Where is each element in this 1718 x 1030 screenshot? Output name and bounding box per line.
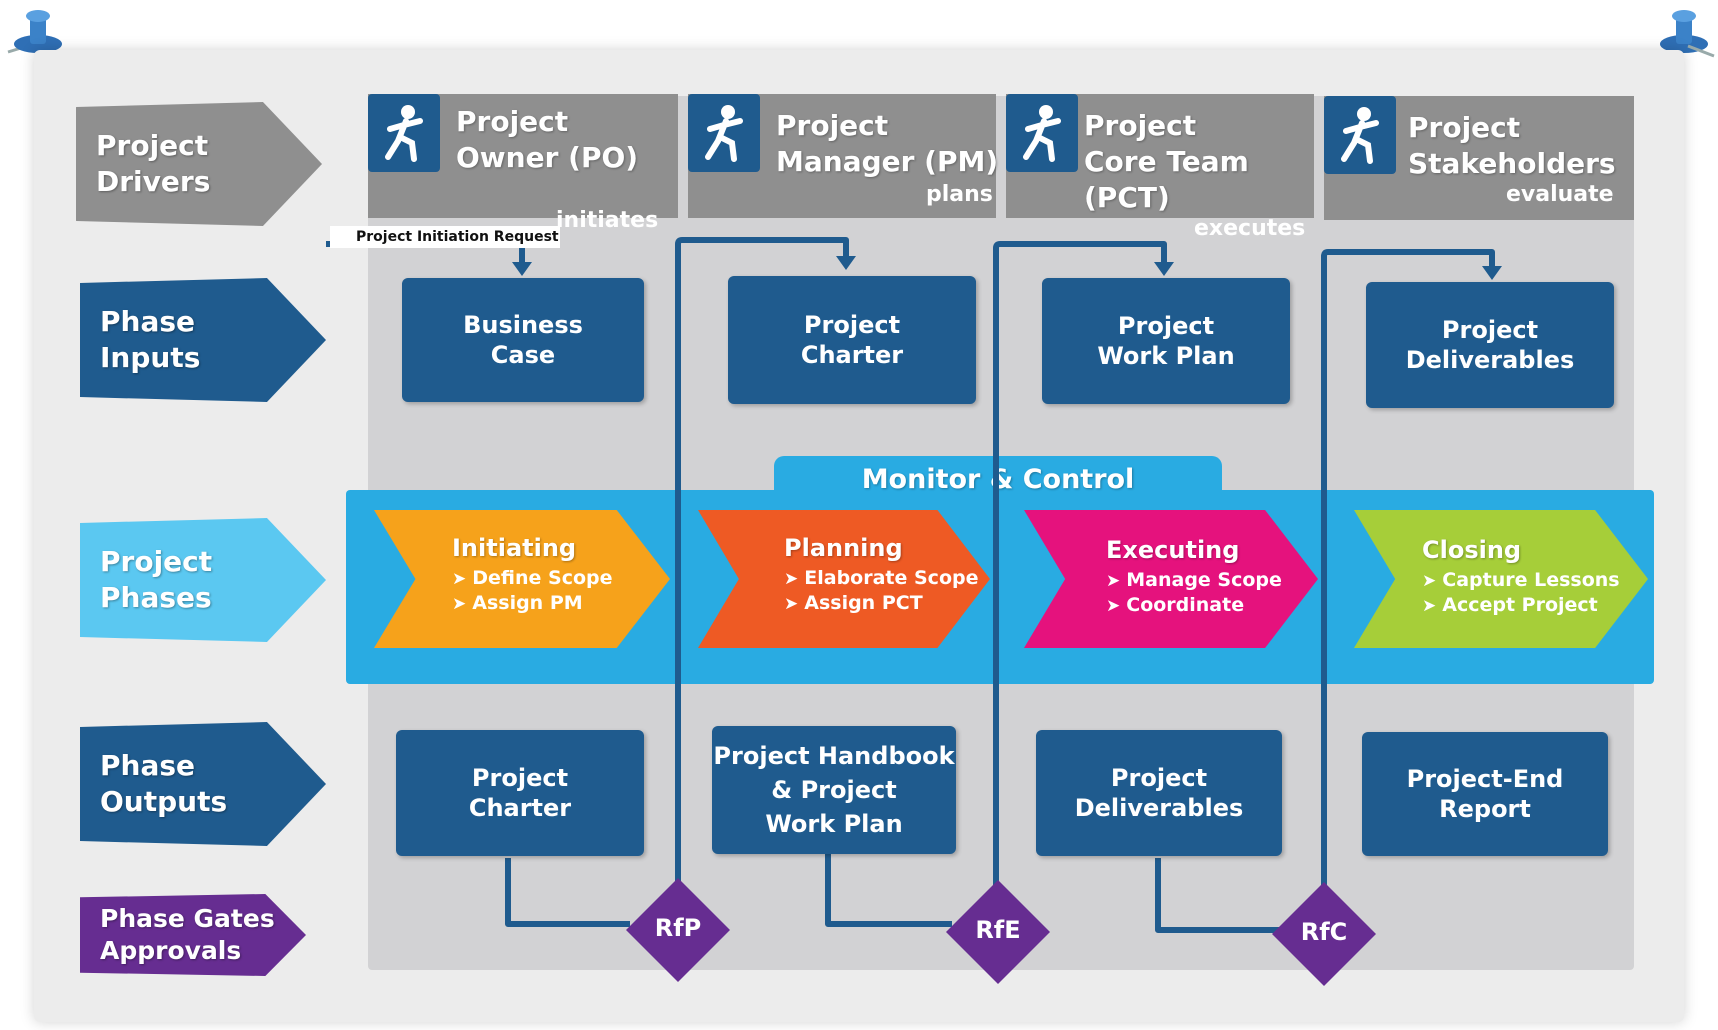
phase-initiating-text: Initiating Define Scope Assign PM (452, 534, 613, 616)
phase-executing-text: Executing Manage Scope Coordinate (1106, 536, 1282, 618)
gate-rfc-label: RfC (1300, 918, 1348, 946)
arrowhead-2 (836, 256, 856, 270)
pct-to-stakeholders-line (1321, 249, 1495, 940)
role-title-pm: Project Manager (PM) (776, 109, 999, 178)
phase-bullet: Assign PM (452, 591, 613, 616)
po-to-pm-line (675, 237, 849, 940)
row-label-drivers: Project Drivers (76, 102, 322, 226)
phase-bullet: Accept Project (1422, 593, 1620, 618)
arrowhead-4 (1482, 266, 1502, 280)
phase-planning-text: Planning Elaborate Scope Assign PCT (784, 534, 978, 616)
arrowhead-3 (1154, 262, 1174, 276)
phase-bullet: Elaborate Scope (784, 566, 978, 591)
gate-link-2 (825, 852, 952, 927)
person-running-icon (1324, 96, 1396, 174)
person-running-icon (1006, 94, 1078, 172)
row-label-inputs: Phase Inputs (80, 278, 326, 402)
arrowhead-1 (512, 262, 532, 276)
output-handbook-work-plan: Project Handbook & Project Work Plan (712, 726, 956, 854)
phase-bullet: Capture Lessons (1422, 568, 1619, 593)
row-label-gates: Phase Gates Approvals (80, 894, 306, 976)
phase-bullet: Manage Scope (1106, 568, 1282, 593)
output-project-end-report: Project-End Report (1362, 732, 1608, 856)
role-verb-po: initiates (556, 208, 659, 233)
initiation-request-label: Project Initiation Request (330, 226, 560, 248)
role-title-po: Project Owner (PO) (456, 105, 639, 174)
role-verb-pm: plans (926, 182, 993, 207)
role-title-stakeholders: Project Stakeholders (1408, 111, 1616, 180)
gate-link-3 (1155, 858, 1282, 933)
role-verb-stakeholders: evaluate (1506, 182, 1614, 207)
phase-bullet: Define Scope (452, 566, 612, 591)
output-project-deliverables: Project Deliverables (1036, 730, 1282, 856)
gate-rfe-label: RfE (975, 916, 1021, 944)
phase-bullet: Coordinate (1106, 593, 1282, 618)
input-business-case: Business Case (402, 278, 644, 402)
input-project-work-plan: Project Work Plan (1042, 278, 1290, 404)
pushpin-icon (1660, 10, 1715, 58)
phase-bullet: Assign PCT (784, 591, 978, 616)
row-label-phases: Project Phases (80, 518, 326, 642)
role-title-pct: Project Core Team (PCT) (1084, 109, 1249, 214)
person-running-icon (368, 94, 440, 172)
gate-link-1 (505, 858, 630, 927)
row-label-outputs: Phase Outputs (80, 722, 326, 846)
input-project-deliverables: Project Deliverables (1366, 282, 1614, 408)
gate-rfp-label: RfP (654, 914, 702, 942)
output-project-charter: Project Charter (396, 730, 644, 856)
pm-to-pct-line (993, 241, 1167, 940)
input-project-charter: Project Charter (728, 276, 976, 404)
person-running-icon (688, 94, 760, 172)
role-verb-pct: executes (1194, 216, 1306, 241)
phase-closing-text: Closing Capture Lessons Accept Project (1422, 536, 1620, 618)
